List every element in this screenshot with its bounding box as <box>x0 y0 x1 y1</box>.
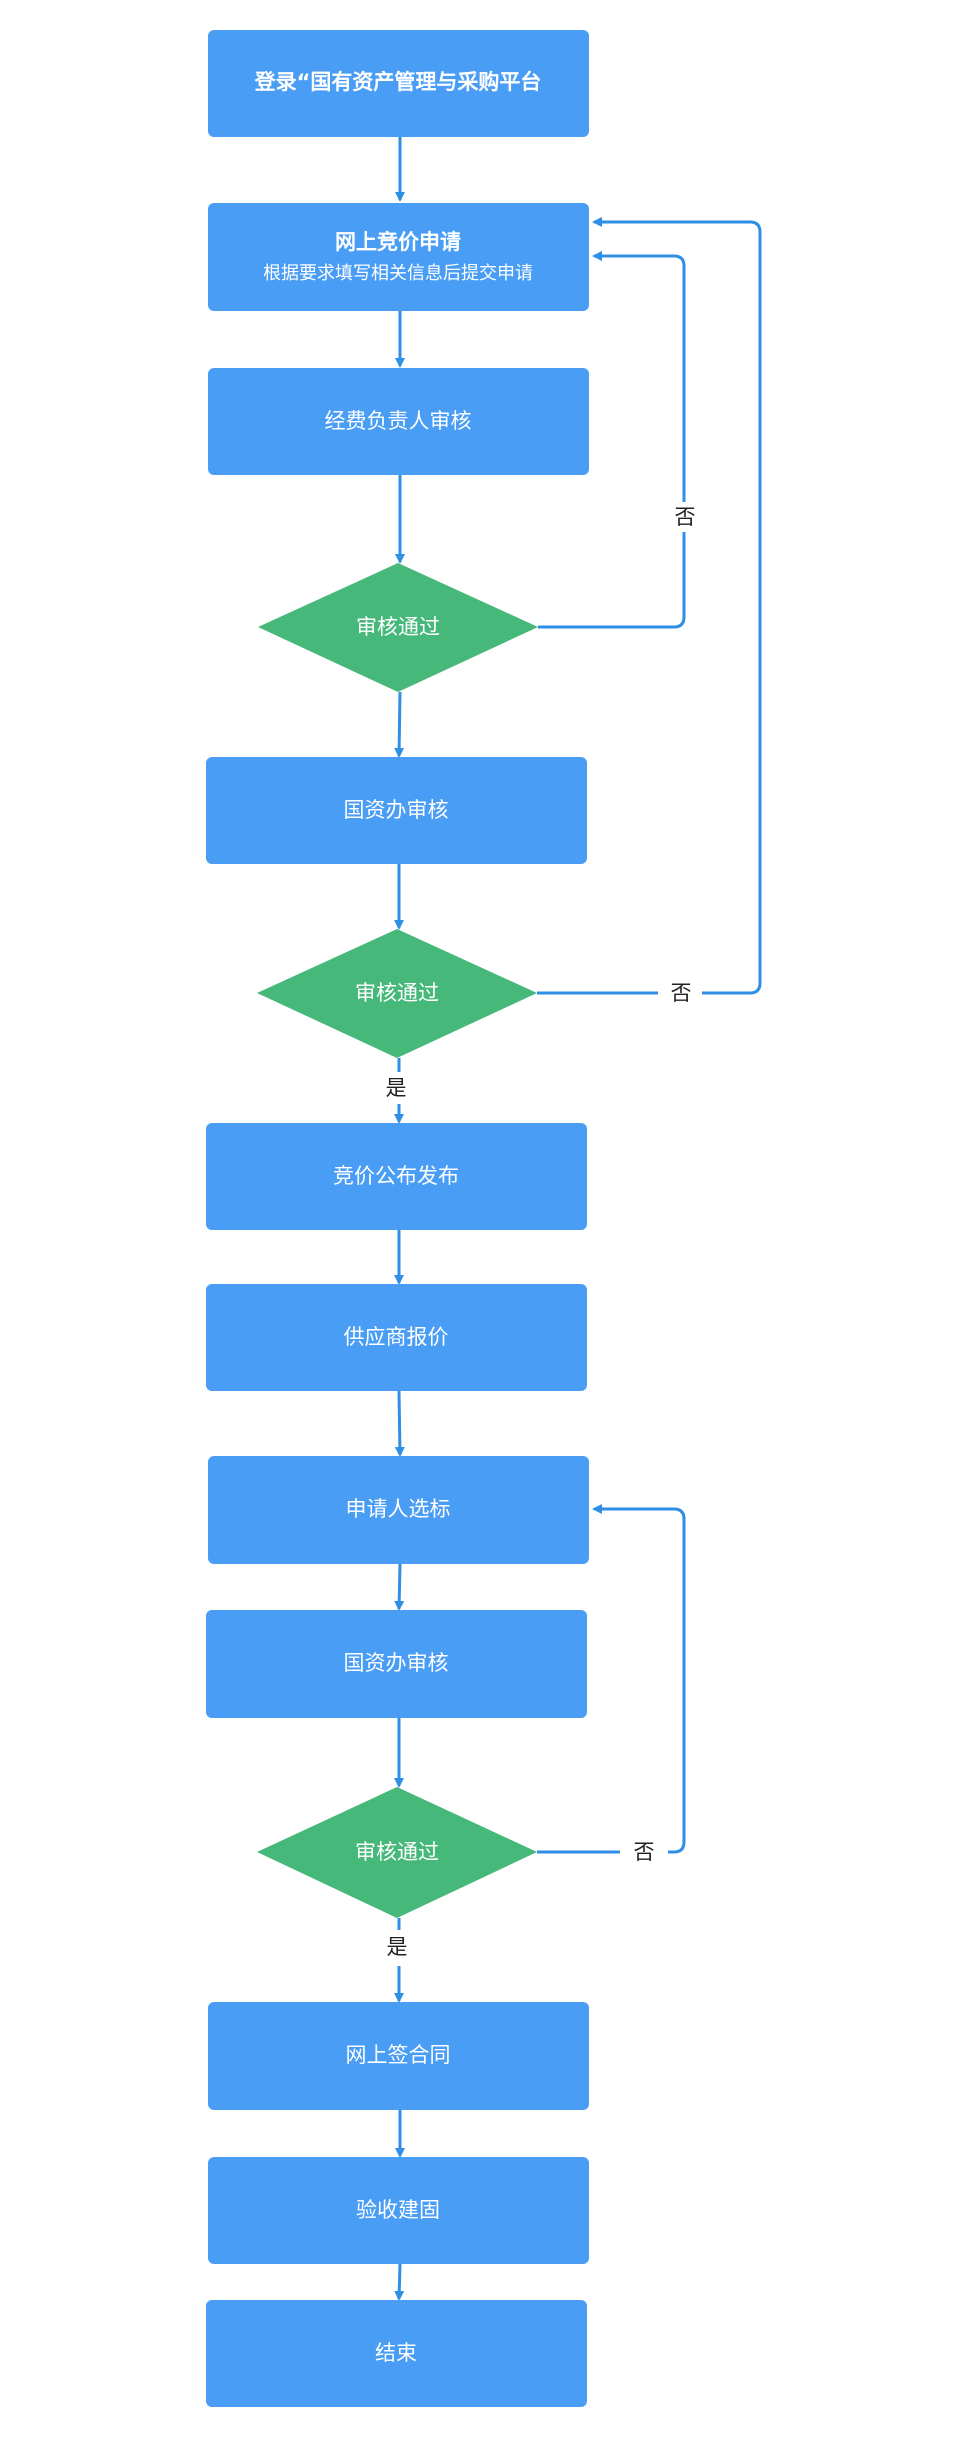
node-online-bid-subtitle: 根据要求填写相关信息后提交申请 <box>263 263 533 284</box>
edge-label-no-3: 否 <box>634 1840 655 1864</box>
node-budget-review: 经费负责人审核 <box>208 368 589 475</box>
node-office-review-1: 国资办审核 <box>206 757 587 864</box>
node-decision-2-title: 审核通过 <box>355 981 439 1005</box>
edge-label-no-2: 否 <box>671 981 692 1005</box>
node-office-review-1-title: 国资办审核 <box>344 798 449 822</box>
node-online-bid: 网上竞价申请 根据要求填写相关信息后提交申请 <box>208 203 589 311</box>
edge-decision1-to-office1 <box>394 691 405 758</box>
node-online-bid-title: 网上竞价申请 <box>335 230 461 254</box>
node-publish-title: 竞价公布发布 <box>333 1164 459 1188</box>
node-supplier-quote: 供应商报价 <box>206 1284 587 1391</box>
node-select-bid: 申请人选标 <box>208 1456 589 1564</box>
node-contract-title: 网上签合同 <box>346 2043 451 2067</box>
label-bg-no-1 <box>668 502 702 532</box>
edge-label-yes-3: 是 <box>387 1935 408 1959</box>
node-acceptance-title: 验收建固 <box>356 2198 440 2222</box>
node-publish: 竞价公布发布 <box>206 1123 587 1230</box>
node-end-title: 结束 <box>375 2341 417 2365</box>
node-decision-1: 审核通过 <box>258 563 538 692</box>
node-office-review-2-title: 国资办审核 <box>344 1651 449 1675</box>
edge-select-to-office2 <box>394 1563 405 1611</box>
edge-label-yes-2: 是 <box>386 1076 407 1100</box>
node-decision-1-title: 审核通过 <box>356 615 440 639</box>
node-contract: 网上签合同 <box>208 2002 589 2110</box>
node-end: 结束 <box>206 2300 587 2407</box>
node-decision-3: 审核通过 <box>257 1787 537 1918</box>
node-supplier-quote-title: 供应商报价 <box>344 1325 449 1349</box>
edge-decision3-no-loop <box>537 1509 686 1854</box>
node-acceptance: 验收建固 <box>208 2157 589 2264</box>
edge-label-no-1: 否 <box>675 505 696 529</box>
edge-quote-to-select <box>394 1390 405 1457</box>
node-decision-3-title: 审核通过 <box>355 1840 439 1864</box>
node-decision-2: 审核通过 <box>257 929 537 1058</box>
edge-decision1-no-loop <box>538 251 686 629</box>
node-budget-review-title: 经费负责人审核 <box>325 409 472 433</box>
edge-decision2-no-loop <box>537 222 762 995</box>
node-office-review-2: 国资办审核 <box>206 1610 587 1718</box>
node-login-title: 登录“国有资产管理与采购平台 <box>254 70 542 94</box>
node-select-bid-title: 申请人选标 <box>346 1497 451 1521</box>
edge-acceptance-to-end <box>394 2263 405 2301</box>
node-login: 登录“国有资产管理与采购平台 <box>208 30 589 137</box>
